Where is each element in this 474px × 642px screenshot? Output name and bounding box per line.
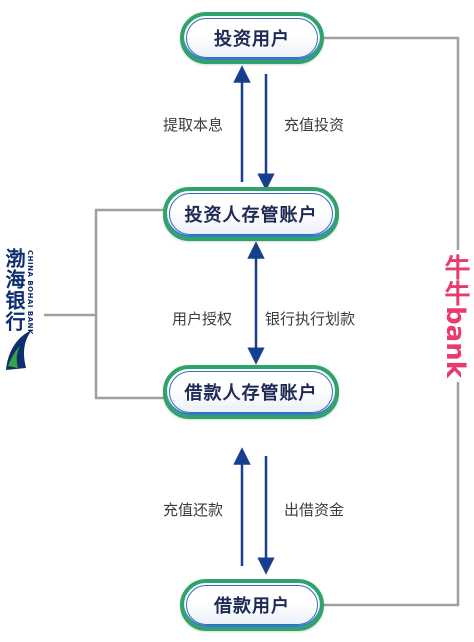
investor-custody-account-node: 投资人存管账户 [163, 187, 339, 241]
bank-transfer-label: 银行执行划款 [265, 310, 356, 328]
borrower-user-node: 借款用户 [180, 579, 324, 631]
loan-funds-label: 出借资金 [284, 501, 345, 519]
bohai-bracket-line [94, 208, 165, 400]
bohai-wave-icon [6, 330, 32, 370]
bohai-bank-logo-en: CHINA BOHAI BANK [26, 250, 34, 335]
user-authorization-label: 用户授权 [172, 310, 233, 328]
borrower-custody-account-node: 借款人存管账户 [163, 365, 339, 419]
bohai-bank-logo-cn: 渤海银行 [2, 248, 26, 332]
recharge-repay-label: 充值还款 [163, 501, 224, 519]
recharge-invest-label: 充值投资 [284, 116, 345, 134]
niuniu-bank-logo: 牛牛bank [438, 250, 472, 382]
withdraw-principal-interest-label: 提取本息 [163, 116, 224, 134]
investor-user-node: 投资用户 [180, 12, 324, 64]
